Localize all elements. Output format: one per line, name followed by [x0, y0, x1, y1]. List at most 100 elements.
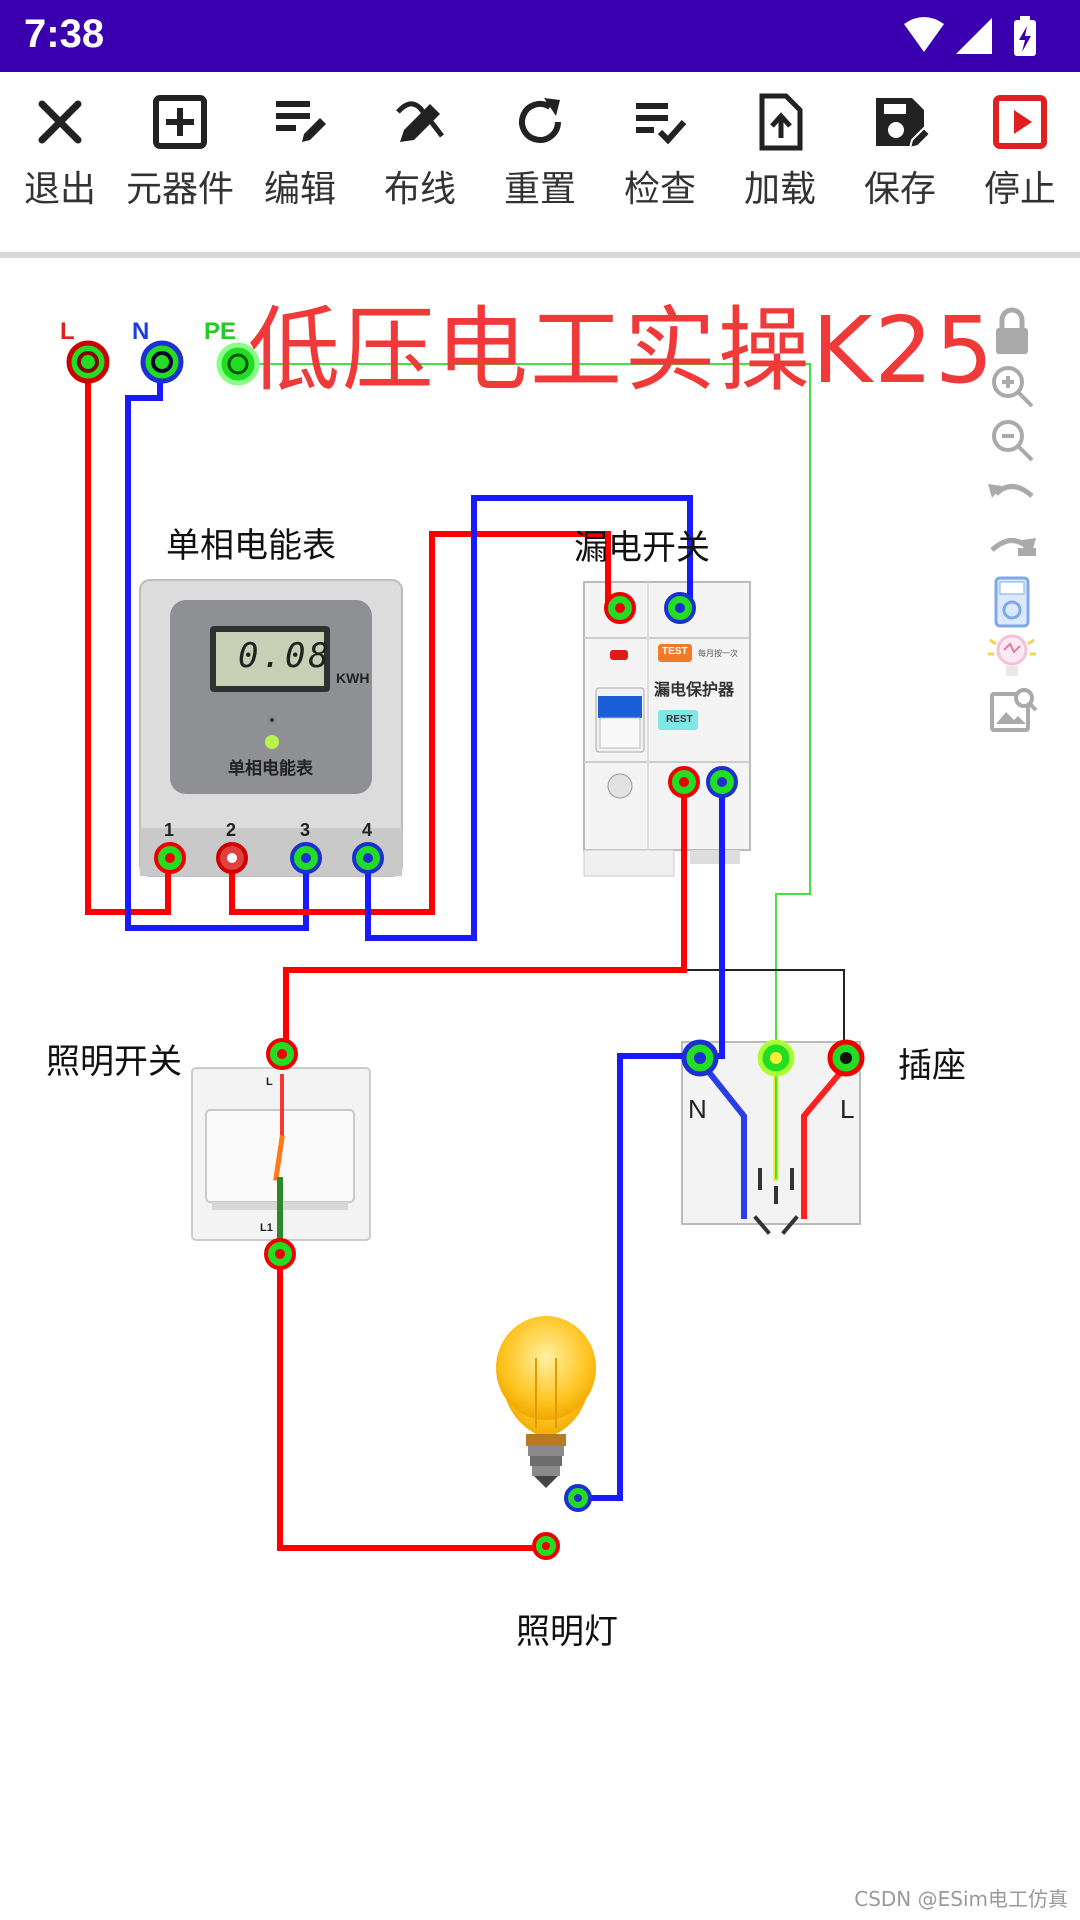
terminals[interactable] [66, 340, 865, 1560]
socket-l-text: L [840, 1094, 855, 1124]
checklist-icon [636, 103, 687, 145]
meter-terminal-2-label: 2 [226, 820, 237, 840]
socket-live-link-wire [685, 969, 845, 1059]
battery-charging-icon [1014, 16, 1036, 56]
rcd-live-out-wire [283, 781, 687, 1057]
reset-label: 重置 [503, 169, 576, 210]
meter-terminal-4 [352, 842, 384, 874]
edit-button[interactable]: 编辑 [240, 92, 360, 242]
upload-file-icon [759, 93, 803, 151]
meter-terminal-4-label: 4 [362, 820, 373, 840]
undo-icon[interactable] [982, 468, 1042, 520]
zoom-out-icon[interactable] [982, 414, 1042, 466]
components-label: 元器件 [125, 169, 234, 210]
rcd-in-neutral-terminal [664, 592, 696, 624]
rcd-label: 漏电开关 [574, 528, 710, 568]
wires [85, 359, 851, 1551]
lock-icon[interactable] [982, 306, 1042, 358]
components-button[interactable]: 元器件 [120, 92, 240, 242]
meter-live-out-wire [229, 531, 611, 915]
supply-l-terminal [66, 340, 110, 384]
meter-terminal-1-label: 1 [164, 820, 175, 840]
rcd-out-live-terminal [668, 766, 700, 798]
status-time: 7:38 [24, 12, 105, 56]
zoom-in-icon[interactable] [982, 360, 1042, 412]
switch-l1-terminal [264, 1238, 296, 1270]
supply-pe-label: PE [204, 318, 237, 345]
meter-terminal-2 [216, 842, 248, 874]
meter-reading: 0.08 [238, 636, 332, 676]
exit-button[interactable]: 退出 [0, 92, 120, 242]
save-icon [876, 98, 930, 150]
lamp-label: 照明灯 [516, 1612, 618, 1652]
light-bulb[interactable] [496, 1316, 596, 1488]
wiring-button[interactable]: 布线 [360, 92, 480, 242]
stop-label: 停止 [983, 169, 1056, 210]
circuit-drawing [66, 340, 865, 1560]
rcd-out-neutral-terminal [706, 766, 738, 798]
rcd-breaker[interactable] [583, 581, 751, 877]
socket-l-terminal [827, 1039, 865, 1077]
supply-n-terminal [140, 340, 184, 384]
switch-l1-text: L1 [260, 1222, 273, 1234]
page-title: 低压电工实操K25 [248, 297, 996, 404]
socket-n-terminal [681, 1039, 719, 1077]
socket-earth-terminal [757, 1039, 795, 1077]
circuit-canvas[interactable]: 低压电工实操K25 L N PE 单相电能表 0.08 KWH 单相电能表 1 … [0, 258, 1080, 1920]
supply-n-label: N [132, 318, 150, 345]
watermark: CSDN @ESim电工仿真 [854, 1887, 1068, 1911]
exit-label: 退出 [23, 169, 96, 210]
wifi-icon [904, 17, 944, 52]
save-label: 保存 [863, 169, 936, 210]
lamp-neutral-wire [573, 1053, 685, 1501]
image-icon[interactable] [982, 684, 1042, 736]
wiring-label: 布线 [383, 169, 456, 210]
rcd-test-note: 每月按一次 [698, 649, 738, 658]
supply-pe-terminal [216, 342, 260, 386]
meter-neutral-out-wire [365, 495, 693, 941]
meter-label: 单相电能表 [166, 526, 336, 566]
multimeter-icon[interactable] [982, 576, 1042, 628]
reset-button[interactable]: 重置 [480, 92, 600, 242]
neutral-supply-wire [125, 359, 309, 931]
meter-terminal-3-label: 3 [300, 820, 311, 840]
redo-icon[interactable] [982, 522, 1042, 574]
refresh-icon [519, 98, 561, 143]
status-icons [904, 16, 1036, 56]
socket-n-text: N [688, 1094, 707, 1124]
rcd-reset-label: REST [666, 714, 693, 725]
side-toolbar [982, 306, 1042, 738]
status-bar: 7:38 [0, 0, 1080, 72]
rcd-test-label: TEST [662, 646, 688, 657]
check-label: 检查 [623, 169, 696, 210]
rcd-name: 漏电保护器 [654, 680, 735, 699]
load-label: 加载 [743, 169, 816, 210]
toolbar: 退出 元器件 编辑 布线 重置 检查 [0, 72, 1080, 258]
light-bulb-icon[interactable] [982, 630, 1042, 682]
meter-face-label: 单相电能表 [228, 759, 313, 779]
check-button[interactable]: 检查 [600, 92, 720, 242]
edit-label: 编辑 [263, 169, 336, 210]
load-button[interactable]: 加载 [720, 92, 840, 242]
earth-wire [239, 363, 811, 1059]
edit-list-icon [276, 101, 326, 142]
cellular-signal-icon [956, 18, 992, 54]
lamp-live-wire [277, 1253, 549, 1551]
meter-terminal-3 [290, 842, 322, 874]
switch-l-text: L [266, 1076, 273, 1088]
lamp-neutral-terminal [564, 1484, 592, 1512]
supply-l-label: L [60, 318, 75, 345]
rcd-in-live-terminal [604, 592, 636, 624]
stop-play-icon [993, 95, 1047, 149]
socket-label: 插座 [898, 1046, 966, 1086]
meter-unit: KWH [336, 670, 370, 686]
switch-l-terminal [266, 1038, 298, 1070]
save-button[interactable]: 保存 [840, 92, 960, 242]
meter-terminal-1 [154, 842, 186, 874]
draw-icon [396, 101, 444, 142]
close-icon [38, 100, 82, 144]
add-box-icon [153, 95, 207, 149]
stop-button[interactable]: 停止 [960, 92, 1080, 242]
lamp-live-terminal [532, 1532, 560, 1560]
light-switch-label: 照明开关 [46, 1042, 182, 1082]
